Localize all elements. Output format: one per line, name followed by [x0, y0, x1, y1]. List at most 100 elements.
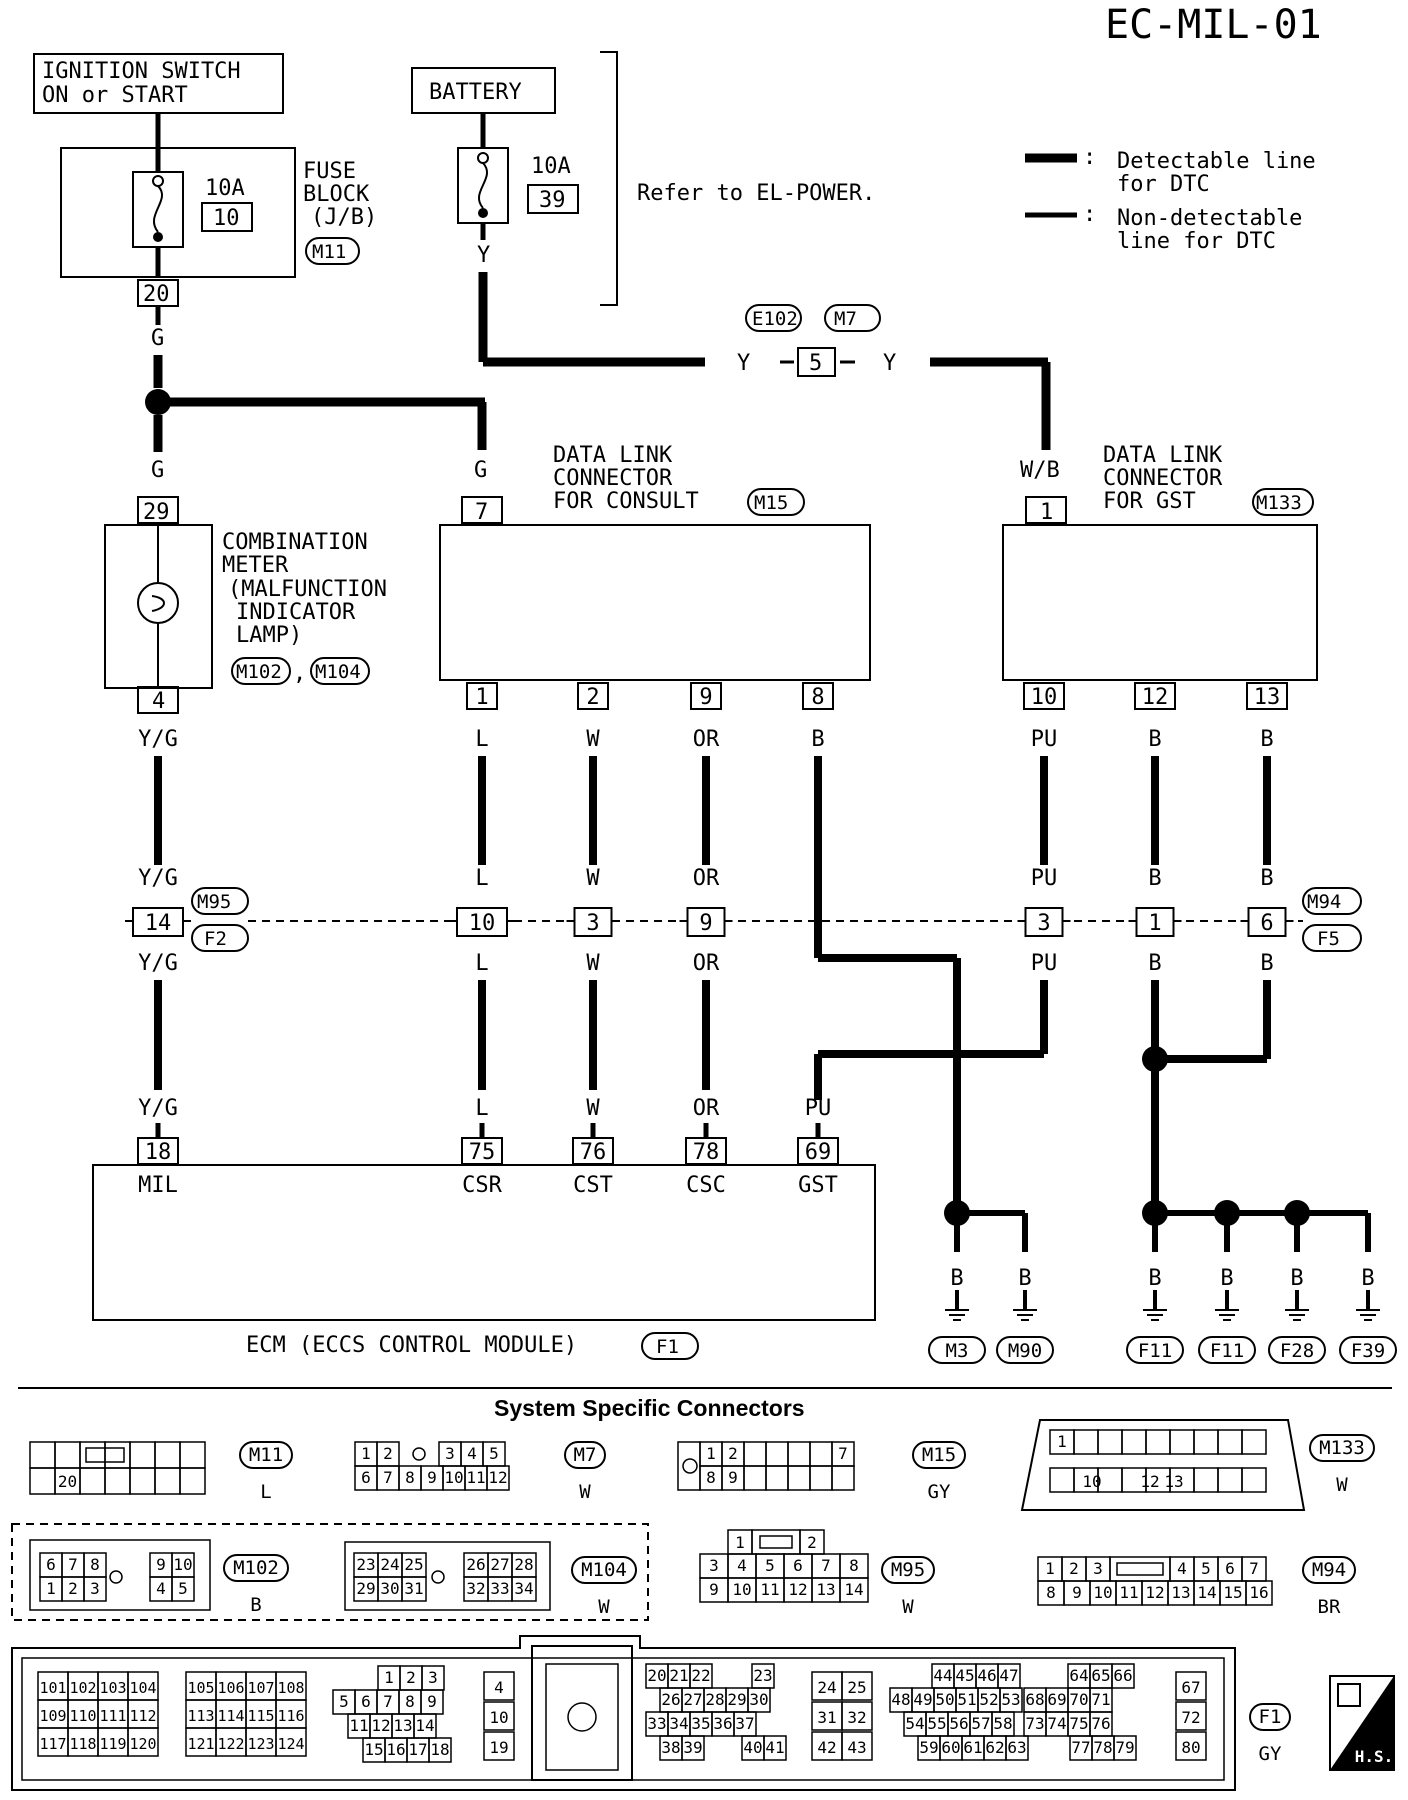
svg-text:Detectable line: Detectable line [1117, 149, 1316, 174]
svg-text:for DTC: for DTC [1117, 172, 1210, 197]
svg-text:41: 41 [765, 1738, 784, 1757]
svg-text:9: 9 [427, 1468, 437, 1487]
svg-text:24: 24 [380, 1555, 399, 1574]
svg-text:6: 6 [1225, 1559, 1235, 1578]
f1-block-d-2: 19 [483, 1731, 515, 1761]
svg-text:INDICATOR: INDICATOR [236, 600, 356, 625]
ground-wire-color: B [1361, 1266, 1374, 1291]
svg-text:F5: F5 [1317, 928, 1340, 950]
svg-text:2: 2 [383, 1444, 393, 1463]
svg-text:10: 10 [213, 206, 240, 231]
refer-note: Refer to EL-POWER. [637, 181, 875, 206]
connector-pin-13: 13 [1246, 682, 1288, 710]
svg-text:13: 13 [1171, 1583, 1190, 1602]
svg-text:15: 15 [1223, 1583, 1242, 1602]
inline-connector-pin-1: 1 [1128, 907, 1182, 937]
ecm-wire-color: PU [805, 1096, 832, 1121]
m11-row2: 20 [29, 1467, 206, 1495]
svg-text:11: 11 [466, 1468, 485, 1487]
ground-wire-color: B [1018, 1266, 1031, 1291]
svg-text:(J/B): (J/B) [311, 205, 377, 230]
svg-text:L: L [260, 1481, 271, 1503]
svg-text:7: 7 [68, 1555, 78, 1574]
svg-text:3: 3 [445, 1444, 455, 1463]
svg-text:26: 26 [466, 1555, 485, 1574]
svg-text:10: 10 [444, 1468, 463, 1487]
svg-text:5: 5 [1201, 1559, 1211, 1578]
ground-connector-F28: F28 [1268, 1336, 1326, 1364]
svg-text:39: 39 [539, 188, 566, 213]
connector-pin-12: 12 [1134, 682, 1176, 710]
svg-text:2: 2 [728, 1444, 738, 1463]
svg-text:27: 27 [490, 1555, 509, 1574]
svg-text:21: 21 [669, 1666, 688, 1685]
svg-text:76: 76 [580, 1140, 607, 1165]
svg-text:Non-detectable: Non-detectable [1117, 206, 1302, 231]
f1-block-i-2: 80 [1175, 1731, 1207, 1761]
svg-text:5: 5 [809, 351, 822, 376]
svg-text:56: 56 [949, 1714, 968, 1733]
inline-wire-bottom: OR [693, 951, 720, 976]
svg-text:34: 34 [669, 1714, 688, 1733]
svg-text:115: 115 [247, 1707, 274, 1725]
svg-text:29: 29 [143, 500, 170, 525]
svg-text:32: 32 [847, 1708, 866, 1727]
svg-text:F11: F11 [1210, 1340, 1244, 1362]
svg-text:1: 1 [384, 1668, 394, 1687]
svg-text:11: 11 [1119, 1583, 1138, 1602]
svg-text:4: 4 [156, 1579, 166, 1598]
svg-text:118: 118 [69, 1735, 96, 1753]
svg-text:F1: F1 [1259, 1706, 1282, 1728]
svg-text:CONNECTOR: CONNECTOR [553, 466, 673, 491]
ecm-module: ECM (ECCS CONTROL MODULE) F1 [92, 1164, 876, 1360]
ecm-wire-color: OR [693, 1096, 720, 1121]
svg-text:M102: M102 [236, 661, 282, 683]
svg-text:19: 19 [489, 1738, 508, 1757]
svg-text:61: 61 [963, 1738, 982, 1757]
svg-text:line for DTC: line for DTC [1117, 229, 1276, 254]
svg-text:60: 60 [941, 1738, 960, 1757]
battery-box: BATTERY [411, 67, 556, 114]
svg-text:64: 64 [1069, 1666, 1088, 1685]
svg-text:122: 122 [217, 1735, 244, 1753]
svg-text:14: 14 [415, 1716, 434, 1735]
svg-text:8: 8 [811, 685, 824, 710]
svg-text:37: 37 [735, 1714, 754, 1733]
svg-text:FUSE: FUSE [303, 159, 356, 184]
svg-text:45: 45 [955, 1666, 974, 1685]
svg-text:M104: M104 [315, 661, 361, 683]
wire-color-label: B [1260, 727, 1273, 752]
svg-text:22: 22 [691, 1666, 710, 1685]
svg-text:G: G [151, 458, 164, 483]
svg-text:8: 8 [706, 1468, 716, 1487]
inline-connector-pin-9: 9 [679, 907, 733, 937]
svg-text:COMBINATION: COMBINATION [222, 530, 368, 555]
svg-text:BR: BR [1318, 1596, 1341, 1618]
ecm-pin-76: 76 [572, 1137, 614, 1165]
svg-text:1: 1 [361, 1444, 371, 1463]
svg-text:75: 75 [1069, 1714, 1088, 1733]
svg-text:5: 5 [178, 1579, 188, 1598]
svg-text:2: 2 [68, 1579, 78, 1598]
svg-text:1: 1 [1057, 1432, 1067, 1451]
svg-text:27: 27 [683, 1690, 702, 1709]
svg-text:15: 15 [364, 1740, 383, 1759]
svg-text:80: 80 [1181, 1738, 1200, 1757]
svg-text:123: 123 [247, 1735, 274, 1753]
svg-text:F2: F2 [204, 928, 227, 950]
svg-text:54: 54 [905, 1714, 924, 1733]
